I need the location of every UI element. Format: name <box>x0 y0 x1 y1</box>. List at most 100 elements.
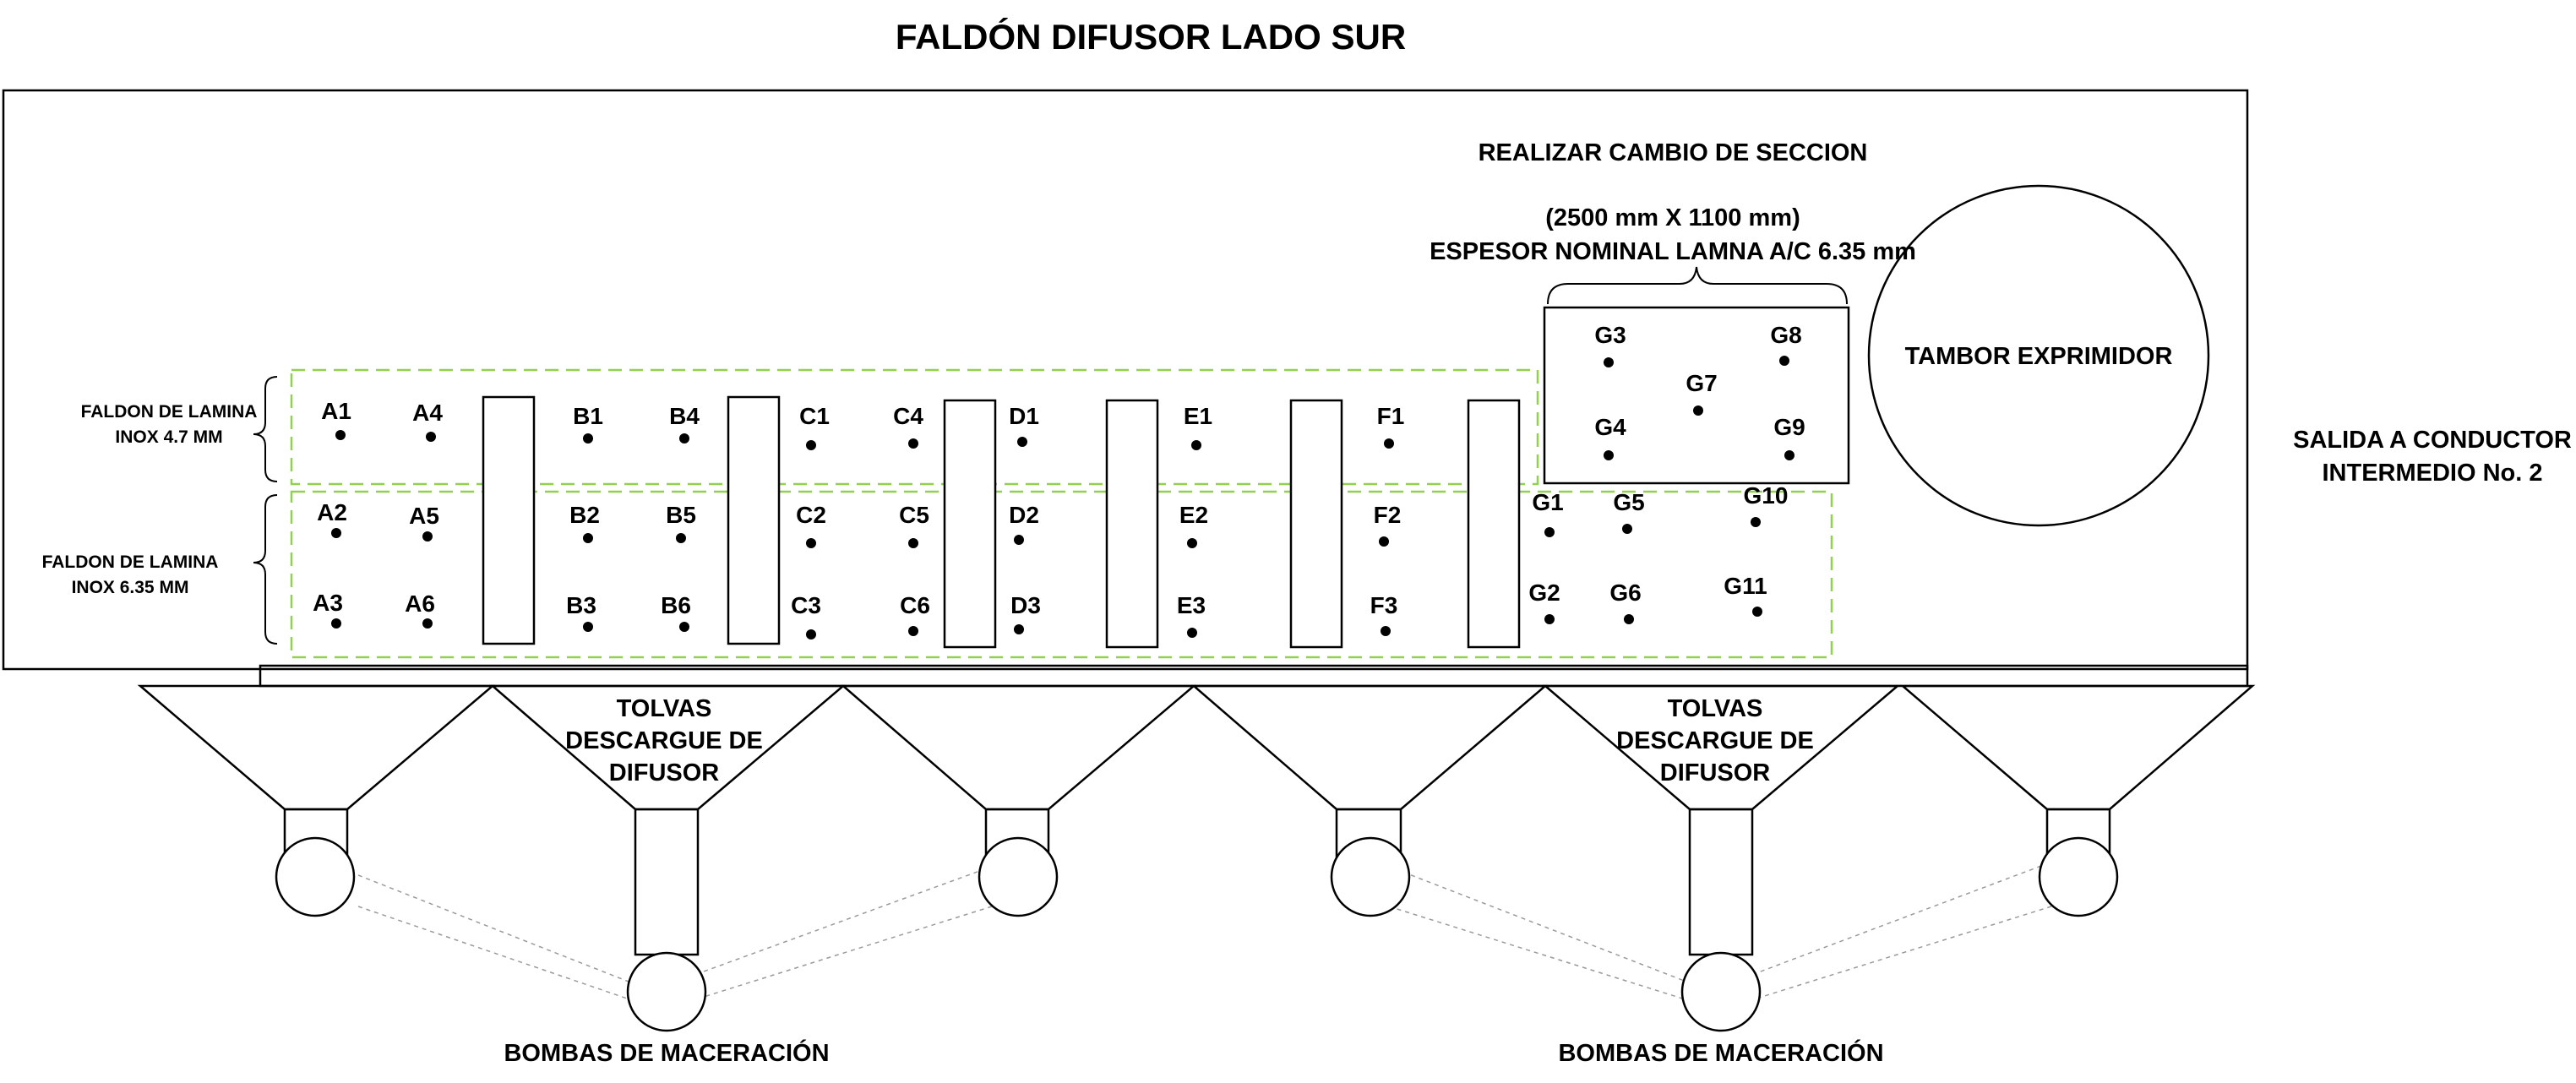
point-label-g2: G2 <box>1528 580 1560 606</box>
point-label-d1: D1 <box>1009 403 1039 429</box>
point-marker-c1 <box>806 440 816 450</box>
skirt-47mm-label-line-2: INOX 4.7 MM <box>115 427 222 447</box>
point-marker-a5 <box>422 531 433 542</box>
vertical-plate-1 <box>482 395 536 645</box>
point-label-b6: B6 <box>661 592 691 618</box>
point-marker-g9 <box>1784 450 1794 460</box>
pumps-label-left: BOMBAS DE MACERACIÓN <box>504 1038 829 1067</box>
pump-small-3 <box>978 836 1059 917</box>
point-label-g5: G5 <box>1613 489 1644 515</box>
skirt-47mm-label-line-1: FALDON DE LAMINA <box>81 402 258 422</box>
point-marker-g1 <box>1544 527 1555 537</box>
point-label-g3: G3 <box>1594 322 1626 348</box>
point-label-b5: B5 <box>666 502 696 528</box>
section-change-box <box>1543 306 1850 485</box>
point-label-d3: D3 <box>1010 592 1041 618</box>
point-label-c3: C3 <box>791 592 821 618</box>
point-label-b2: B2 <box>569 502 600 528</box>
hopper-6 <box>1899 684 2256 811</box>
point-marker-d3 <box>1014 624 1024 634</box>
point-marker-c5 <box>908 538 918 548</box>
section-change-dimensions: (2500 mm X 1100 mm) <box>1545 204 1800 231</box>
point-marker-b4 <box>679 433 689 444</box>
maceration-pump-right <box>1680 951 1762 1032</box>
point-marker-a3 <box>331 618 341 629</box>
point-marker-g10 <box>1751 517 1761 527</box>
point-label-a2: A2 <box>317 499 347 525</box>
point-marker-f3 <box>1381 626 1391 636</box>
point-marker-g4 <box>1604 450 1614 460</box>
pumps-label-right: BOMBAS DE MACERACIÓN <box>1558 1038 1883 1067</box>
point-label-b1: B1 <box>573 403 603 429</box>
diffuser-body <box>2 89 2249 671</box>
point-marker-g8 <box>1779 356 1789 366</box>
point-marker-a4 <box>426 432 436 442</box>
point-marker-f1 <box>1384 438 1394 449</box>
point-marker-e2 <box>1187 538 1197 548</box>
pipe-links-left <box>334 865 994 1003</box>
diagram-title: FALDÓN DIFUSOR LADO SUR <box>896 16 1406 57</box>
point-label-g8: G8 <box>1770 322 1801 348</box>
point-marker-b3 <box>583 622 593 632</box>
point-marker-b5 <box>676 533 686 543</box>
point-label-g7: G7 <box>1686 370 1717 396</box>
point-label-a3: A3 <box>313 590 343 616</box>
point-marker-e3 <box>1187 628 1197 638</box>
hopper-4 <box>1190 684 1549 811</box>
hopper-pipe-2 <box>634 808 700 956</box>
point-label-e1: E1 <box>1184 403 1212 429</box>
hopper-3 <box>840 684 1197 811</box>
point-marker-d1 <box>1017 437 1027 447</box>
point-label-f1: F1 <box>1377 403 1405 429</box>
point-marker-e1 <box>1191 440 1201 450</box>
skirt-635mm-brace <box>253 494 278 645</box>
hopper-1 <box>137 684 496 811</box>
hopper-label-left-line-3: DIFUSOR <box>609 759 720 786</box>
exit-label-line-2: INTERMEDIO No. 2 <box>2322 460 2542 487</box>
maceration-pump-left <box>626 951 707 1032</box>
point-label-c6: C6 <box>900 592 930 618</box>
vertical-plate-4 <box>1105 399 1159 649</box>
pump-small-1 <box>275 836 356 917</box>
hopper-label-right-line-1: TOLVAS <box>1668 695 1763 722</box>
measurement-points: A1A2A3A4A5A6B1B2B3B4B5B6C1C2C3C4C5C6D1D2… <box>313 322 1805 639</box>
squeezing-drum <box>1867 184 2210 527</box>
skirt-47mm-outline <box>290 368 1539 486</box>
pump-small-6 <box>2038 836 2119 917</box>
point-marker-c2 <box>806 538 816 548</box>
point-marker-d2 <box>1014 535 1024 545</box>
skirt-635mm-outline <box>290 490 1833 659</box>
pump-small-4 <box>1330 836 1411 917</box>
skirt-635mm-label-line-2: INOX 6.35 MM <box>72 578 189 597</box>
exit-label-line-1: SALIDA A CONDUCTOR <box>2293 427 2572 454</box>
point-label-g1: G1 <box>1532 489 1563 515</box>
point-marker-a1 <box>335 430 346 440</box>
hopper-label-left-line-2: DESCARGUE DE <box>565 727 763 754</box>
point-marker-g6 <box>1624 614 1634 624</box>
vertical-plate-2 <box>727 395 781 645</box>
point-label-a1: A1 <box>321 398 351 424</box>
point-label-b3: B3 <box>566 592 596 618</box>
point-label-c2: C2 <box>796 502 826 528</box>
point-label-c5: C5 <box>899 502 929 528</box>
point-marker-g7 <box>1693 405 1703 416</box>
vertical-plate-6 <box>1467 399 1521 649</box>
point-marker-b6 <box>679 622 689 632</box>
point-label-c1: C1 <box>799 403 830 429</box>
section-change-heading: REALIZAR CAMBIO DE SECCION <box>1479 139 1868 166</box>
point-label-g9: G9 <box>1773 414 1805 440</box>
point-marker-g2 <box>1544 614 1555 624</box>
hopper-pipe-5 <box>1688 808 1754 956</box>
section-brace <box>1547 266 1848 305</box>
point-marker-a2 <box>331 528 341 538</box>
point-marker-c3 <box>806 629 816 639</box>
point-label-g4: G4 <box>1594 414 1626 440</box>
hopper-label-left-line-1: TOLVAS <box>617 695 712 722</box>
point-label-g10: G10 <box>1744 482 1789 509</box>
point-label-a6: A6 <box>405 590 435 617</box>
point-marker-f2 <box>1379 536 1389 547</box>
hopper-label-right-line-2: DESCARGUE DE <box>1616 727 1814 754</box>
point-label-b4: B4 <box>669 403 700 429</box>
point-marker-g3 <box>1604 357 1614 367</box>
section-change-thickness: ESPESOR NOMINAL LAMNA A/C 6.35 mm <box>1430 238 1916 265</box>
